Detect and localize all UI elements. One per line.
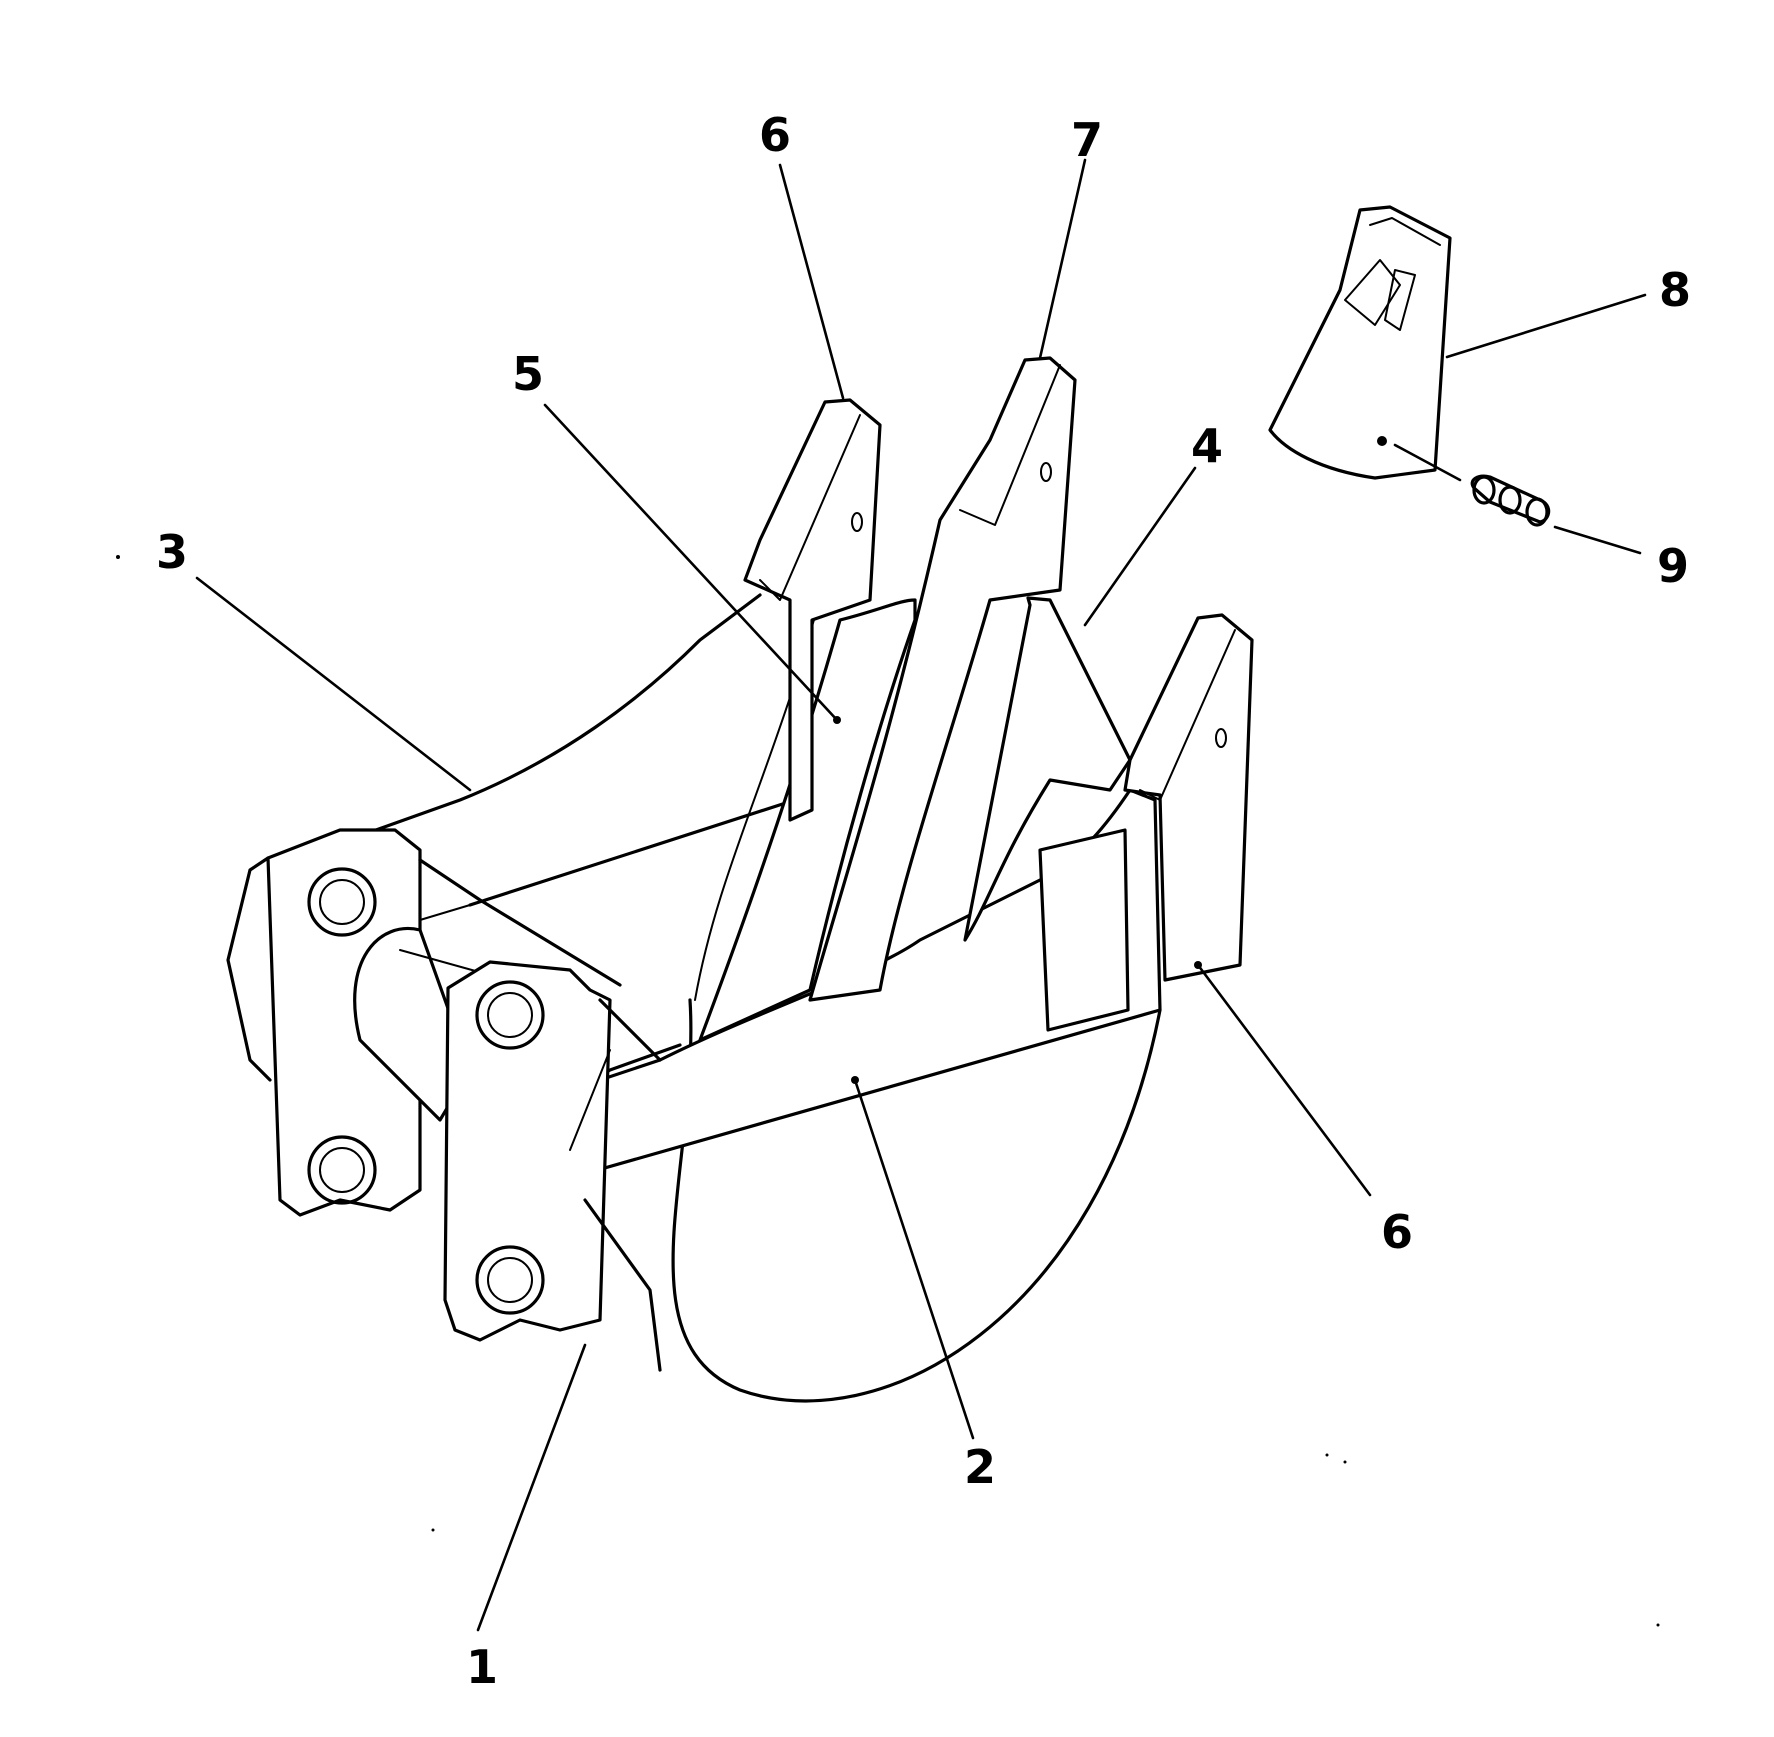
leader-1 xyxy=(476,1343,587,1632)
leader-6-bottom xyxy=(1196,963,1372,1197)
leader-2 xyxy=(853,1078,975,1440)
tooth-pin xyxy=(1470,474,1551,527)
callout-1: 1 xyxy=(466,1640,498,1694)
callout-3: 3 xyxy=(156,525,188,579)
rib-right xyxy=(963,596,1132,942)
mounting-bracket-front xyxy=(443,960,662,1372)
leader-5 xyxy=(543,403,839,722)
tooth-point xyxy=(1268,205,1452,480)
tooth-shank-right xyxy=(1038,613,1254,1032)
callout-6-top: 6 xyxy=(759,108,791,162)
side-plate-left xyxy=(318,593,797,921)
callout-labels: 1 2 3 4 5 6 7 8 9 6 xyxy=(156,108,1691,1694)
leader-4 xyxy=(1083,466,1197,627)
leader-6-top xyxy=(778,163,845,400)
leader-lines xyxy=(195,158,1647,1632)
callout-7: 7 xyxy=(1071,113,1103,167)
mounting-bracket-rear xyxy=(226,828,622,1217)
callout-5: 5 xyxy=(512,347,544,401)
callout-8: 8 xyxy=(1659,263,1691,317)
leader-7 xyxy=(1038,158,1087,360)
callout-9: 9 xyxy=(1657,539,1689,593)
leader-9b xyxy=(1553,525,1642,555)
callout-2: 2 xyxy=(964,1440,996,1494)
leader-9a xyxy=(1393,443,1462,482)
callout-6-bottom: 6 xyxy=(1381,1205,1413,1259)
tooth-shank-center xyxy=(808,356,1077,1002)
callout-4: 4 xyxy=(1191,419,1223,473)
tooth-shank-left xyxy=(743,398,882,822)
leader-3 xyxy=(195,576,472,792)
leader-8 xyxy=(1445,293,1647,359)
scan-specks xyxy=(116,555,1660,1627)
